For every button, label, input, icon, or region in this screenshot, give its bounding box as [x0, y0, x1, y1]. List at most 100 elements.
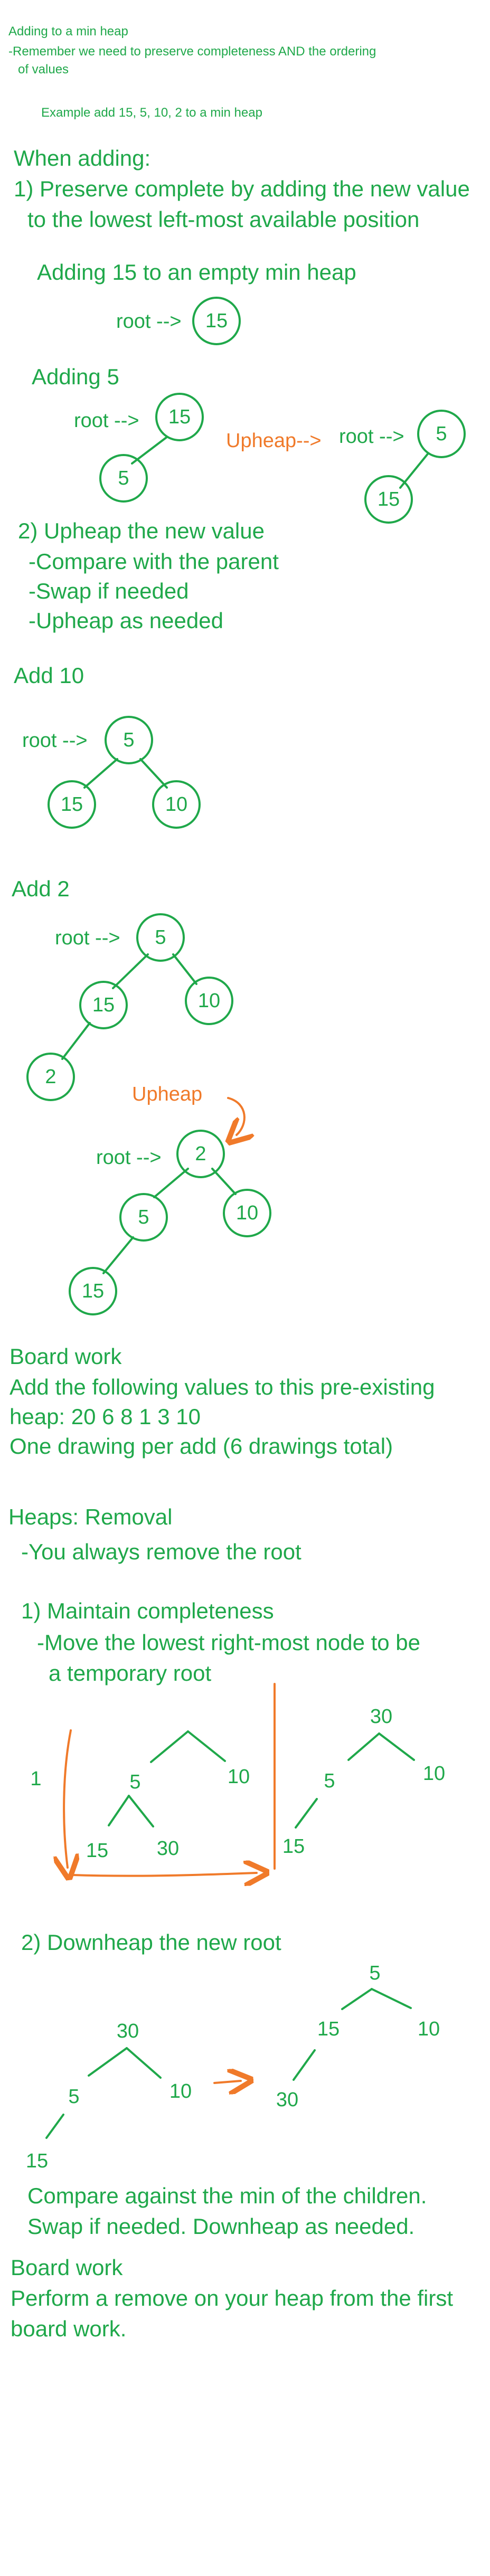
rm-before-left: 5	[129, 1771, 140, 1793]
svg-text:10: 10	[198, 990, 220, 1012]
rm-after-edge-right	[378, 1732, 415, 1761]
removal-right-arrow	[72, 1873, 257, 1876]
boardwork2-line2: board work.	[11, 2316, 127, 2341]
compare-line1: Compare against the min of the children.	[27, 2183, 427, 2208]
rm-after-edge-left	[347, 1732, 380, 1761]
add2-before-edge-right	[172, 953, 197, 985]
removal-heading: Heaps: Removal	[8, 1504, 173, 1529]
intro-line-1: -Remember we need to preserve completene…	[8, 44, 376, 59]
add2-root-label: root -->	[55, 927, 120, 949]
removal-step1: 1) Maintain completeness	[21, 1598, 274, 1623]
svg-text:15: 15	[61, 793, 83, 816]
removal-down-arrow	[64, 1729, 71, 1868]
boardwork1-line1: Add the following values to this pre-exi…	[10, 1375, 435, 1399]
add5-before-left: 5	[99, 454, 148, 503]
add2-after-leftleft: 15	[69, 1267, 117, 1315]
dh-after-edge-left	[341, 1988, 373, 2010]
compare-line2: Swap if needed. Downheap as needed.	[27, 2214, 415, 2239]
add2-after-right: 10	[223, 1189, 271, 1237]
boardwork1-line2: heap: 20 6 8 1 3 10	[10, 1404, 201, 1429]
add10-edge-left	[83, 758, 118, 789]
add15-title: Adding 15 to an empty min heap	[37, 260, 356, 285]
rm-before-leftleft: 15	[86, 1840, 108, 1862]
removal-marker: 1	[30, 1768, 41, 1790]
rm-before-edge-right	[187, 1730, 226, 1762]
svg-text:5: 5	[138, 1206, 149, 1228]
svg-text:15: 15	[168, 406, 191, 428]
add2-before-edge-leftleft	[61, 1022, 91, 1060]
add2-after-edge-right	[211, 1168, 237, 1195]
add2-upheap-label: Upheap	[132, 1083, 203, 1105]
add10-root: 5	[105, 716, 153, 764]
dh-before-leftleft: 15	[26, 2150, 48, 2172]
dh-before-edge-right	[126, 2047, 162, 2079]
dh-before-edge-ll	[45, 2114, 64, 2139]
rm-after-edge-ll	[295, 1798, 318, 1829]
rm-before-edge-ll	[108, 1795, 130, 1826]
dh-after-edge-ll	[293, 2049, 316, 2081]
step2-line2: -Compare with the parent	[29, 549, 279, 574]
dh-arrow	[213, 2081, 241, 2083]
rm-before-root: 10	[228, 1766, 250, 1788]
add5-after-root-label: root -->	[339, 425, 404, 448]
intro-line-2: of values	[18, 62, 69, 77]
boardwork1-title: Board work	[10, 1344, 122, 1369]
add2-after-edge-left	[153, 1168, 189, 1198]
removal-step2: 2) Downheap the new root	[21, 1930, 281, 1955]
add2-after-left: 5	[119, 1193, 168, 1242]
removal-step1-sub1: -Move the lowest right-most node to be	[37, 1630, 421, 1655]
dh-after-leftleft: 30	[276, 2089, 298, 2111]
add5-upheap-label: Upheap-->	[226, 430, 322, 452]
step2-line3: -Swap if needed	[29, 579, 189, 603]
intro-title: Adding to a min heap	[8, 24, 128, 39]
add10-title: Add 10	[14, 663, 84, 688]
add2-after-root-label: root -->	[96, 1147, 162, 1169]
svg-text:15: 15	[378, 488, 400, 510]
dh-after-edge-right	[371, 1988, 412, 2009]
example-line: Example add 15, 5, 10, 2 to a min heap	[41, 106, 262, 120]
boardwork2-title: Board work	[11, 2255, 123, 2280]
add5-root-label: root -->	[74, 410, 139, 432]
adding-heading: When adding:	[14, 146, 151, 171]
rm-before-edge-lr	[128, 1795, 154, 1827]
add2-before-leftleft: 2	[26, 1053, 75, 1101]
svg-text:10: 10	[236, 1202, 258, 1224]
add10-right: 10	[152, 780, 201, 829]
add2-after-edge-leftleft	[102, 1236, 134, 1274]
boardwork2-line1: Perform a remove on your heap from the f…	[11, 2286, 454, 2310]
add2-upheap-arrow	[228, 1097, 244, 1135]
add2-before-root: 5	[136, 913, 185, 962]
removal-step1-sub2: a temporary root	[49, 1661, 212, 1685]
rm-after-root: 30	[370, 1706, 392, 1728]
add15-root-label: root -->	[116, 310, 182, 333]
dh-after-root: 5	[369, 1962, 380, 1984]
add2-before-left: 15	[79, 981, 128, 1029]
removal-line1: -You always remove the root	[21, 1539, 301, 1564]
svg-text:2: 2	[45, 1066, 56, 1088]
add10-edge-right	[139, 758, 168, 789]
add5-title: Adding 5	[32, 364, 119, 389]
rm-before-edge-left	[150, 1730, 189, 1763]
svg-text:5: 5	[123, 729, 134, 751]
svg-text:15: 15	[92, 994, 115, 1016]
svg-text:2: 2	[195, 1143, 206, 1165]
rm-after-left: 5	[324, 1770, 335, 1792]
dh-after-left: 15	[317, 2018, 340, 2040]
step2-line1: 2) Upheap the new value	[18, 518, 265, 543]
dh-before-left: 5	[68, 2086, 79, 2108]
dh-after-right: 10	[418, 2018, 440, 2040]
add15-node: 15	[192, 297, 241, 345]
add5-after-root: 5	[417, 410, 466, 458]
rm-after-moved: 15	[282, 1835, 305, 1858]
svg-text:10: 10	[165, 793, 187, 816]
add10-root-label: root -->	[22, 730, 88, 752]
boardwork1-line3: One drawing per add (6 drawings total)	[10, 1434, 393, 1459]
svg-text:15: 15	[82, 1280, 104, 1302]
add10-left: 15	[48, 780, 96, 829]
svg-text:5: 5	[436, 423, 447, 445]
svg-text:15: 15	[205, 310, 228, 332]
dh-before-edge-left	[88, 2047, 128, 2077]
dh-before-right: 10	[169, 2080, 192, 2103]
add5-after-left: 15	[364, 475, 413, 524]
